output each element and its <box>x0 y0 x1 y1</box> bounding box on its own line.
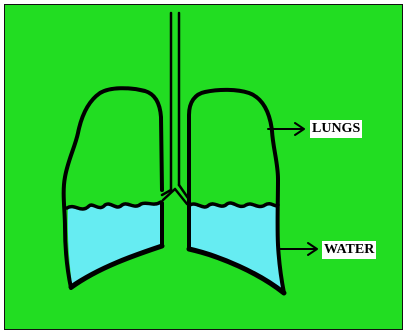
water-label: WATER <box>322 241 376 259</box>
lungs-label: LUNGS <box>310 120 362 138</box>
trachea <box>162 13 188 204</box>
lungs-diagram <box>5 5 403 330</box>
left-lung-water <box>68 203 162 285</box>
diagram-frame: LUNGS WATER <box>4 4 403 330</box>
right-lung-water <box>191 203 282 290</box>
water-arrow <box>280 243 317 255</box>
